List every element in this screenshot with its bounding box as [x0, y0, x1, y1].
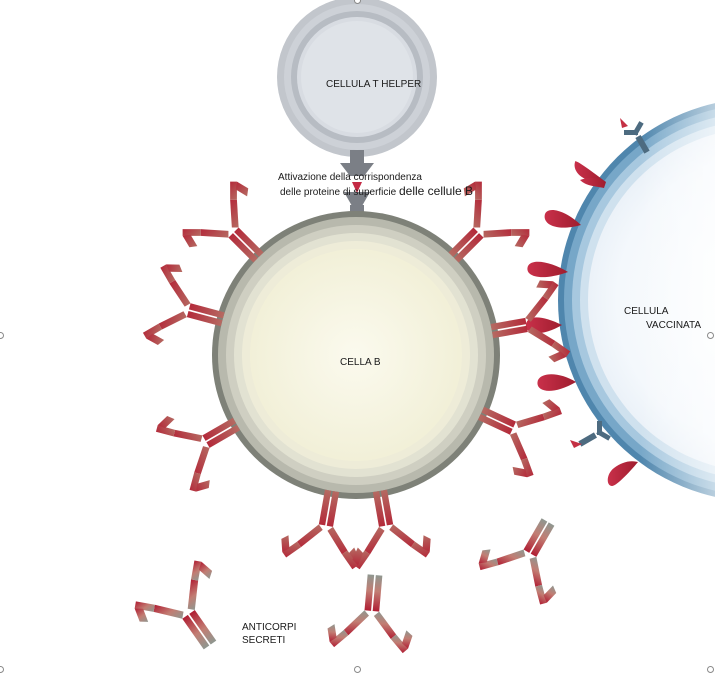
b-cell-antibodies	[142, 181, 571, 570]
resize-handle[interactable]	[354, 0, 361, 4]
antibody-icon	[327, 574, 413, 654]
antigen-group	[525, 161, 638, 486]
antibody-icon	[281, 489, 364, 570]
activation-line2b: delle cellule B	[398, 184, 474, 198]
resize-handle[interactable]	[707, 332, 714, 339]
vaccinated-line1: CELLULA	[624, 306, 669, 317]
antibody-icon	[448, 181, 530, 263]
b-cell-label: CELLA B	[340, 357, 381, 368]
vaccinated-line2: VACCINATA	[646, 320, 702, 331]
activation-line2a: delle proteine di superficie	[280, 187, 397, 198]
activation-line2: delle proteine di superficie delle cellu…	[280, 185, 473, 199]
antibody-icon	[490, 280, 571, 363]
antigen	[544, 209, 581, 228]
antibodies-line1: ANTICORPI	[242, 622, 297, 633]
b-cell	[212, 211, 500, 499]
resize-handle[interactable]	[354, 666, 361, 673]
antibody-icon	[478, 399, 562, 478]
antibodies-line2: SECRETI	[242, 635, 286, 646]
antibody-icon	[142, 264, 225, 345]
antibody-icon	[478, 518, 557, 605]
t-helper-label: CELLULA T HELPER	[326, 79, 422, 90]
vaccinated-cell	[558, 80, 715, 520]
antigen	[537, 374, 576, 391]
receptor-icon	[578, 421, 611, 447]
antibody-icon	[134, 560, 217, 650]
antigen	[607, 461, 638, 486]
receptor-icon	[624, 121, 650, 154]
antibody-icon	[182, 181, 264, 263]
secreted-antibodies	[134, 518, 557, 654]
antigen	[527, 261, 568, 278]
receptor-group	[570, 118, 650, 448]
resize-handle[interactable]	[707, 666, 714, 673]
antigen	[574, 161, 606, 183]
t-helper-cell	[277, 0, 437, 157]
antibody-icon	[155, 415, 241, 492]
activation-line1: Attivazione della corrispondenza	[278, 172, 422, 183]
resize-handle[interactable]	[0, 332, 4, 339]
